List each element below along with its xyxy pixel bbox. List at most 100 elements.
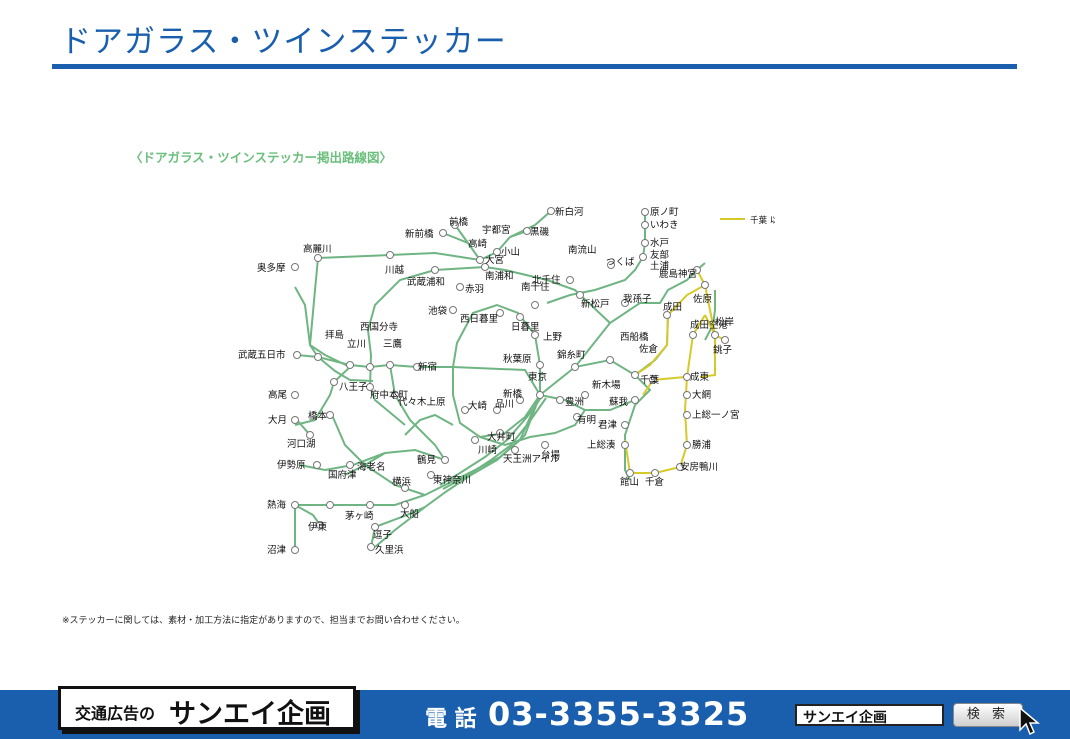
label-musashiitsukaichi: 武蔵五日市 xyxy=(238,349,286,361)
label-oimachi: 大井町 xyxy=(487,431,516,443)
label-takasaki: 高崎 xyxy=(468,238,488,250)
label-narita: 成田 xyxy=(663,301,682,313)
label-shinshirakawa: 新白河 xyxy=(555,206,584,218)
label-akabane: 赤羽 xyxy=(465,284,484,295)
page-title: ドアガラス・ツインステッカー xyxy=(60,24,507,60)
label-okutama: 奥多摩 xyxy=(257,262,286,274)
label-toyosu: 豊洲 xyxy=(565,396,584,408)
label-hachioji: 八王子 xyxy=(339,382,368,393)
map-subtitle: 〈ドアガラス・ツインステッカー掲出路線図〉 xyxy=(130,150,393,165)
label-oyama: 小山 xyxy=(501,247,520,258)
label-kinshicho: 錦糸町 xyxy=(557,349,586,361)
phone-label: 電 話 xyxy=(425,707,477,732)
title-rule xyxy=(52,64,1017,69)
label-awakamogawa: 安房鴨川 xyxy=(680,461,718,473)
label-ikebukuro: 池袋 xyxy=(428,305,448,317)
label-shinjuku: 新宿 xyxy=(418,361,437,373)
label-fuchuhonmachi: 府中本町 xyxy=(370,389,409,401)
brand-logo[interactable]: 交通広告の サンエイ企画 xyxy=(58,686,356,730)
label-matsugishi: 松岸 xyxy=(715,316,735,328)
search-button[interactable]: 検 索 xyxy=(953,703,1023,727)
phone-number[interactable]: 03-3355-3325 xyxy=(488,695,750,733)
label-togane: 成東 xyxy=(690,371,710,383)
label-ito: 伊東 xyxy=(308,521,328,533)
label-takao: 高尾 xyxy=(268,389,287,401)
label-tokyo: 東京 xyxy=(528,371,547,383)
label-kawaguchiko: 河口湖 xyxy=(287,438,316,450)
label-kitasenju: 北千住 xyxy=(532,274,561,286)
label-oami: 大網 xyxy=(692,389,711,401)
label-ebina: 海老名 xyxy=(357,461,386,473)
label-shimbashi: 新橋 xyxy=(503,388,523,400)
label-chigasaki: 茅ヶ崎 xyxy=(345,510,374,522)
label-mitaka: 三鷹 xyxy=(383,338,403,350)
label-choshi: 銚子 xyxy=(713,344,733,356)
label-shinkiba: 新木場 xyxy=(592,379,621,391)
label-hashimoto: 橋本 xyxy=(308,410,328,422)
label-minaminagareyama: 南流山 xyxy=(568,244,597,256)
station-nodes xyxy=(291,207,729,554)
label-kimitsu: 君津 xyxy=(598,420,618,431)
label-nishinippori: 西日暮里 xyxy=(460,313,498,325)
label-shinagawa: 品川 xyxy=(495,399,514,410)
route-map: 前橋 新前橋 宇都宮 新白河 黒磯 高崎 小山 原ノ町 いわき 水戸 友部 土浦… xyxy=(238,206,775,556)
label-shinmaebashi: 新前橋 xyxy=(405,228,434,240)
label-komagawa: 高麗川 xyxy=(303,243,332,255)
brand-name: サンエイ企画 xyxy=(169,699,331,730)
rail-lines xyxy=(294,210,716,550)
label-sawara: 佐原 xyxy=(693,293,712,305)
label-tomobe: 友部 xyxy=(650,249,669,261)
label-akihabara: 秋葉原 xyxy=(503,353,532,365)
label-kozu: 国府津 xyxy=(328,469,357,481)
brand-prefix: 交通広告の xyxy=(75,704,156,723)
label-otsuki: 大月 xyxy=(268,414,287,426)
sticker-note: ※ステッカーに関しては、素材・加工方法に指定がありますので、担当までお問い合わせ… xyxy=(62,616,465,626)
label-soga: 蘇我 xyxy=(609,396,629,408)
label-isehara: 伊勢原 xyxy=(277,459,306,471)
label-nippori: 日暮里 xyxy=(511,321,540,333)
label-abiko: 我孫子 xyxy=(623,293,652,305)
label-kazusaichinomiya: 上総一ノ宮 xyxy=(692,409,740,421)
label-kurihama: 久里浜 xyxy=(375,544,404,556)
label-tsurumi: 鶴見 xyxy=(417,454,437,466)
label-maebashi: 前橋 xyxy=(449,216,469,228)
label-chiba: 千葉 xyxy=(640,374,660,386)
label-atami: 熱海 xyxy=(267,499,287,511)
search-input[interactable]: サンエイ企画 xyxy=(795,704,944,726)
mouse-pointer-icon xyxy=(1019,706,1041,736)
label-mito: 水戸 xyxy=(650,237,669,249)
legend-label: 千葉 以東 xyxy=(750,215,775,226)
label-musashiurawa: 武蔵浦和 xyxy=(407,276,445,288)
label-minamiurawa: 南浦和 xyxy=(485,270,514,282)
label-osaki: 大崎 xyxy=(468,400,488,412)
label-yokohama: 横浜 xyxy=(392,476,412,488)
label-chikura: 千倉 xyxy=(645,476,665,488)
label-tsuchiura: 土浦 xyxy=(650,260,670,272)
label-numazu: 沼津 xyxy=(267,545,287,556)
label-kazusaminato: 上総湊 xyxy=(587,439,616,451)
station-labels: 前橋 新前橋 宇都宮 新白河 黒磯 高崎 小山 原ノ町 いわき 水戸 友部 土浦… xyxy=(238,206,740,556)
label-haranomachi: 原ノ町 xyxy=(650,207,679,218)
label-omiya: 大宮 xyxy=(485,254,504,266)
label-ueno: 上野 xyxy=(543,332,563,343)
label-iwaki: いわき xyxy=(650,220,679,231)
label-yoyogiuehara: 代々木上原 xyxy=(398,396,446,408)
label-kawagoe: 川越 xyxy=(385,264,405,276)
label-nishifunabashi: 西船橋 xyxy=(620,331,649,343)
label-higashikanagawa: 東神奈川 xyxy=(433,474,471,486)
label-kashimajingu: 鹿島神宮 xyxy=(659,268,697,280)
label-minamisenju: 南千住 xyxy=(521,281,550,293)
label-kawasaki: 川崎 xyxy=(478,444,498,456)
label-kuroiso: 黒磯 xyxy=(530,226,550,238)
label-katsuura: 勝浦 xyxy=(692,439,712,451)
label-tateyama: 館山 xyxy=(620,476,639,488)
label-tachikawa: 立川 xyxy=(347,338,366,350)
label-tsukuba: つくば xyxy=(606,257,635,268)
label-utsunomiya: 宇都宮 xyxy=(482,224,511,236)
label-naritakuko: 成田空港 xyxy=(690,319,729,331)
label-daiba: 台場 xyxy=(541,449,561,461)
label-nishikokubunji: 西国分寺 xyxy=(360,322,399,333)
label-ariake: 有明 xyxy=(577,414,596,426)
label-tennozuisle: 天王洲アイル xyxy=(503,454,560,465)
label-ofuna: 大船 xyxy=(400,508,420,520)
